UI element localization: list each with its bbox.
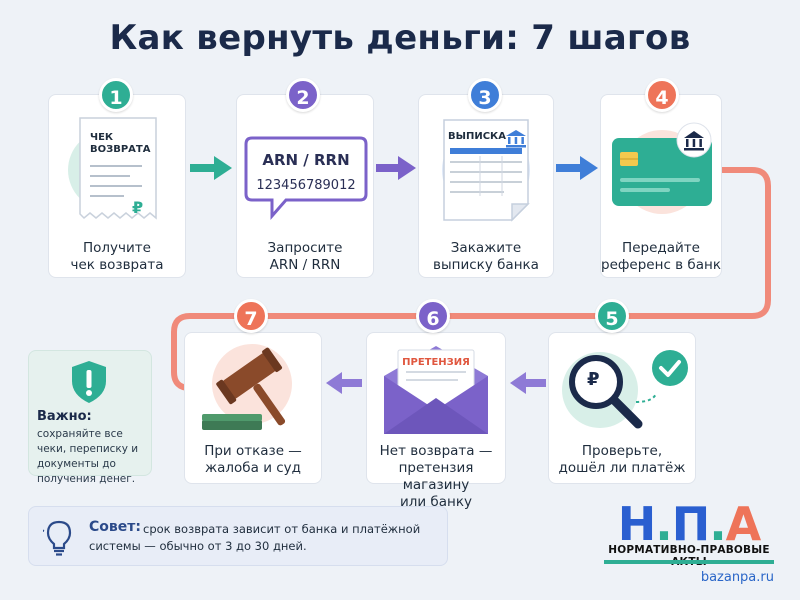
step-number-5: 5: [595, 299, 629, 333]
step-number-1: 1: [99, 78, 133, 112]
notice-panel: Важно: сохраняйте все чеки, переписку и …: [28, 350, 152, 485]
page-title: Как вернуть деньги: 7 шагов: [109, 18, 691, 58]
receipt-icon: [68, 117, 157, 220]
tip-label: Совет:: [89, 519, 141, 535]
bubble-title: ARN / RRN: [262, 151, 350, 169]
arrow-1-2: [190, 156, 232, 180]
magnifier-currency: ₽: [587, 369, 600, 390]
step-number-3: 3: [468, 78, 502, 112]
npa-logo: Н.П.А НОРМАТИВНО-ПРАВОВЫЕ АКТЫ bazanpa.r…: [604, 500, 774, 590]
step-label-3: Закажите выписку банка: [433, 240, 539, 273]
step-label-7: При отказе — жалоба и суд: [204, 443, 302, 476]
logo-tagline: НОРМАТИВНО-ПРАВОВЫЕ АКТЫ: [608, 544, 770, 568]
envelope-claim-icon: [384, 346, 488, 434]
step-label-1: Получите чек возврата: [70, 240, 164, 273]
step-number-2: 2: [286, 78, 320, 112]
step-number-7: 7: [234, 299, 268, 333]
notice-title: Важно:: [37, 409, 92, 424]
bank-statement-icon: [442, 119, 530, 222]
magnifier-ruble-icon: [562, 350, 688, 429]
step-label-5: Проверьте, дошёл ли платёж: [558, 443, 686, 476]
bubble-code: 123456789012: [256, 178, 356, 193]
tip-panel: Совет: срок возврата зависит от банка и …: [28, 506, 448, 566]
logo-site-link[interactable]: bazanpa.ru: [700, 570, 774, 585]
arrow-5-6: [510, 372, 546, 394]
receipt-title: ЧЕК ВОЗВРАТА: [90, 132, 151, 155]
claim-title: ПРЕТЕНЗИЯ: [402, 357, 470, 368]
logo-underline: [604, 560, 774, 564]
receipt-currency: ₽: [132, 198, 144, 217]
lightbulb-icon: [43, 520, 72, 556]
gavel-icon: [202, 344, 292, 430]
arrow-3-4: [556, 156, 598, 180]
svg-text:Н.П.А: Н.П.А: [618, 500, 762, 544]
step-number-6: 6: [416, 299, 450, 333]
shield-exclamation-icon: [72, 361, 106, 403]
step-number-4: 4: [645, 78, 679, 112]
arrow-6-7: [326, 372, 362, 394]
step-label-6: Нет возврата — претензия магазину или ба…: [379, 443, 493, 510]
tip-text: срок возврата зависит от банка и платёжн…: [89, 522, 421, 553]
bank-card-icon: [612, 122, 712, 214]
speech-bubble-icon: [244, 136, 368, 220]
step-label-2: Запросите ARN / RRN: [267, 240, 343, 273]
arrow-2-3: [376, 156, 416, 180]
statement-title: ВЫПИСКА: [448, 131, 506, 142]
notice-text: сохраняйте все чеки, переписку и докумен…: [37, 428, 139, 485]
logo-mark: Н.П.А: [618, 500, 763, 544]
step-label-4: Передайте референс в банк: [601, 240, 721, 273]
